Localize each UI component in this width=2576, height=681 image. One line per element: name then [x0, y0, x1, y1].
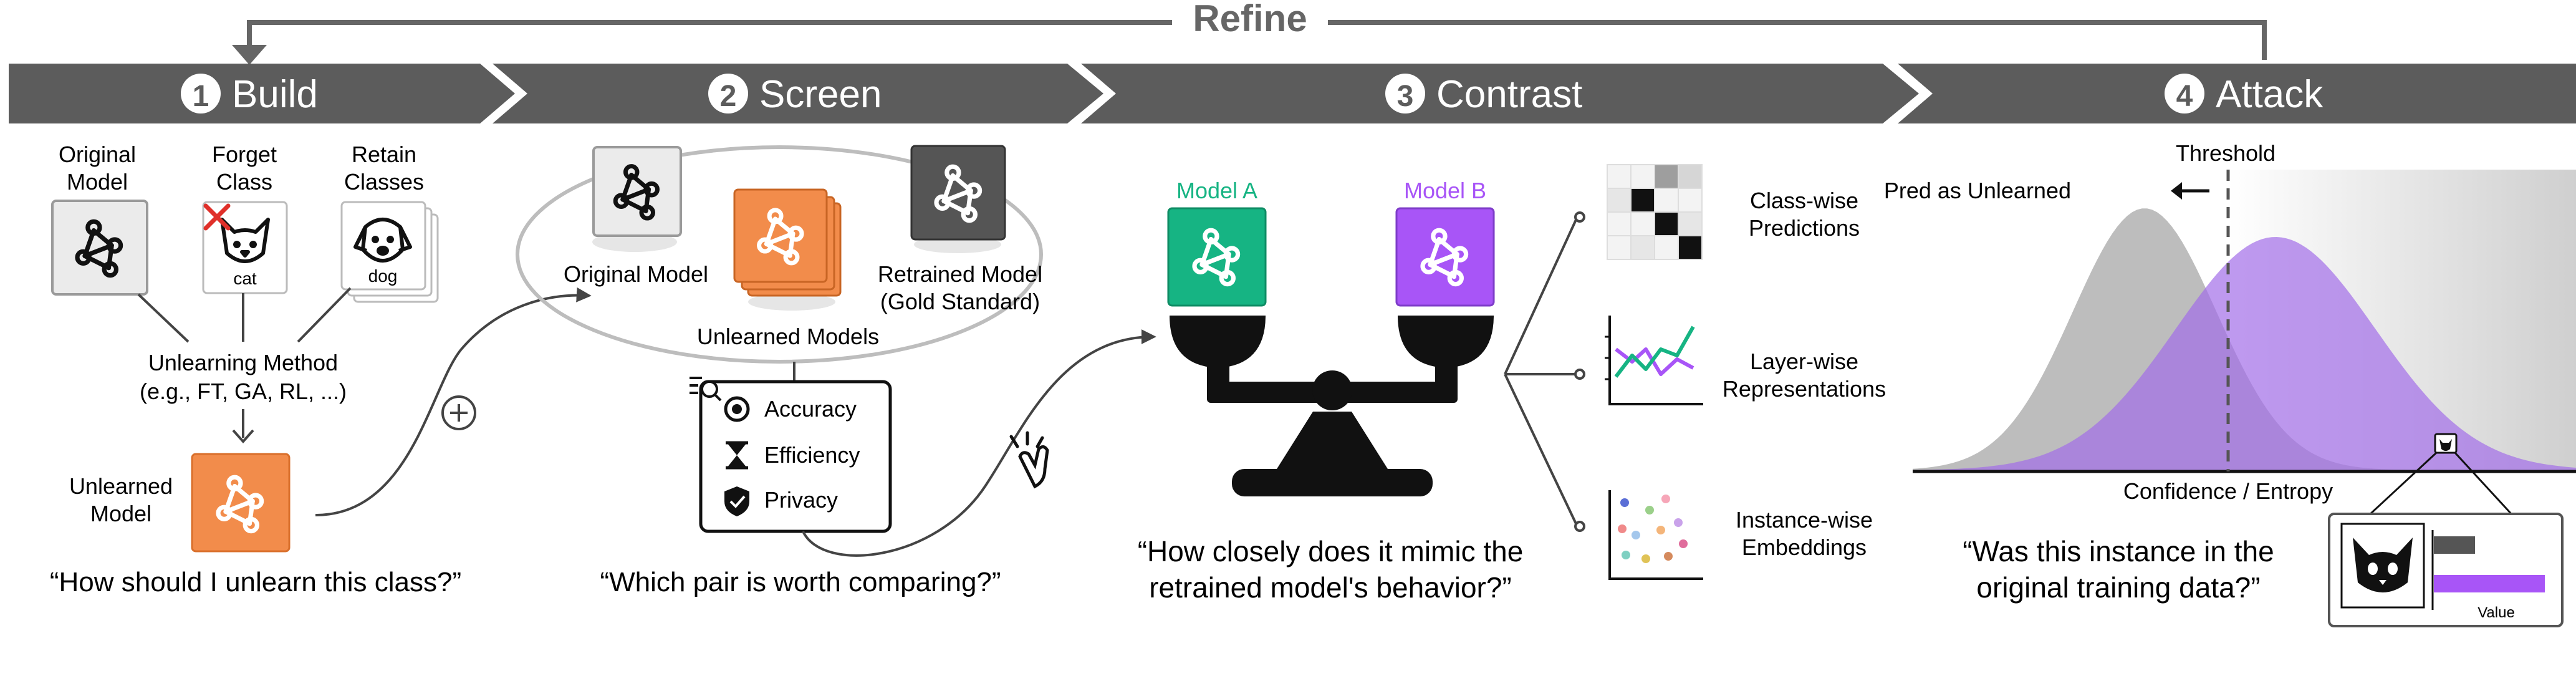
- tap-icon: [1009, 431, 1049, 489]
- step-number: 2: [720, 80, 737, 113]
- class-wise-label-line2: Predictions: [1749, 215, 1860, 241]
- unlearning-method-examples: (e.g., FT, GA, RL, ...): [140, 379, 347, 404]
- model-a-box: [1167, 207, 1267, 307]
- layer-wise-label-line2: Representations: [1723, 376, 1886, 402]
- x-axis-label: Confidence / Entropy: [2123, 478, 2333, 504]
- hourglass-icon: [726, 441, 748, 470]
- layer-wise-label: Layer-wise: [1750, 349, 1858, 374]
- metric-privacy: Privacy: [764, 487, 838, 513]
- original-model-label-line2: Model: [67, 169, 128, 195]
- screen-question: “Which pair is worth comparing?”: [600, 567, 1001, 597]
- model-b-label: Model B: [1404, 178, 1486, 203]
- target-icon: [724, 396, 750, 422]
- step-attack: 4 Attack: [2165, 73, 2324, 116]
- retain-classes-stack: dog: [340, 201, 439, 303]
- metric-accuracy: Accuracy: [764, 396, 857, 422]
- step-number-badge: [181, 74, 221, 114]
- build-panel: Original Model Forget Class Retain Class…: [50, 142, 592, 597]
- value-label: Value: [2477, 604, 2515, 621]
- retain-classes-label-line2: Classes: [344, 169, 424, 195]
- class-wise-label: Class-wise: [1750, 188, 1858, 213]
- cat-icon: [2353, 538, 2413, 592]
- step-title: Screen: [759, 73, 882, 116]
- model-b-box: [1395, 207, 1495, 307]
- distribution-curves: [1913, 208, 2576, 470]
- step-number: 4: [2176, 80, 2193, 113]
- screen-original-model: [592, 146, 682, 252]
- step-screen: 2 Screen: [708, 73, 882, 116]
- refine-label: Refine: [1193, 0, 1307, 39]
- step-banner: 1 Build 2 Screen 3 Contrast 4 Attack: [9, 64, 2576, 123]
- step-title: Attack: [2216, 73, 2324, 116]
- build-question: “How should I unlearn this class?”: [50, 567, 461, 597]
- retain-classes-label: Retain: [352, 142, 416, 167]
- screen-panel: Original Model Unlearned Models Retraine…: [516, 145, 1156, 597]
- retain-distribution: [1913, 208, 2576, 470]
- instance-wise-label-line2: Embeddings: [1742, 534, 1867, 560]
- retrained-model-caption-line2: (Gold Standard): [880, 289, 1040, 314]
- step-number: 3: [1397, 80, 1414, 113]
- step-number: 1: [193, 80, 209, 113]
- metric-efficiency: Efficiency: [764, 442, 860, 468]
- gray-value-bar: [2434, 536, 2475, 554]
- screen-retrained-model: [910, 145, 1006, 253]
- forget-class-label-line2: Class: [216, 169, 272, 195]
- contrast-question-line1: “How closely does it mimic the: [1138, 535, 1524, 568]
- shield-icon: [724, 486, 749, 516]
- step-number-badge: [708, 74, 748, 114]
- forget-class-card: cat: [202, 201, 288, 294]
- attack-panel: Threshold Pred as Unlearned Confidence /…: [1884, 140, 2576, 627]
- dog-icon: [353, 218, 412, 263]
- pred-unlearned-label: Pred as Unlearned: [1884, 178, 2071, 203]
- original-model-box: [51, 200, 148, 296]
- dog-label: dog: [368, 266, 398, 286]
- instance-wise-scatter: [1608, 490, 1703, 580]
- step-contrast: 3 Contrast: [1385, 73, 1582, 116]
- pred-arrow-icon: [2171, 182, 2209, 200]
- retrained-model-caption: Retrained Model: [878, 261, 1042, 287]
- step-title: Build: [232, 73, 318, 116]
- unlearned-model-label-line2: Model: [90, 501, 151, 526]
- instance-marker: [2434, 433, 2458, 454]
- model-a-label: Model A: [1176, 178, 1257, 203]
- unlearned-models-caption: Unlearned Models: [697, 324, 879, 349]
- unlearned-model-box: [191, 453, 291, 553]
- class-wise-matrix: [1607, 164, 1703, 260]
- step-title: Contrast: [1436, 73, 1582, 116]
- unlearning-method-label: Unlearning Method: [148, 350, 338, 375]
- branch-connectors: [1504, 211, 1585, 532]
- cat-icon: [220, 218, 270, 263]
- contrast-panel: Model A Model B “How closely does it mim…: [1138, 164, 1886, 604]
- remove-x-icon: [203, 203, 231, 231]
- contrast-question-line2: retrained model's behavior?”: [1149, 571, 1512, 604]
- attack-question-line2: original training data?”: [1976, 571, 2260, 604]
- metrics-box: Accuracy Efficiency Privacy: [690, 377, 892, 533]
- screen-magnifier-icon: [690, 377, 722, 402]
- attack-question-line1: “Was this instance in the: [1963, 535, 2274, 568]
- forget-class-label: Forget: [212, 142, 277, 167]
- refine-loop: Refine: [232, 0, 2267, 65]
- cat-label: cat: [233, 269, 257, 288]
- step-number-badge: [2165, 74, 2204, 114]
- forget-distribution: [1913, 237, 2576, 470]
- model-pool-ellipse: [516, 145, 1043, 364]
- screen-unlearned-models: [733, 188, 842, 311]
- purple-value-bar: [2434, 575, 2545, 592]
- original-model-label: Original: [59, 142, 136, 167]
- instance-wise-label: Instance-wise: [1736, 507, 1873, 533]
- layer-wise-chart: [1605, 316, 1703, 405]
- unlearned-model-label: Unlearned: [69, 473, 173, 499]
- step-number-badge: [1385, 74, 1425, 114]
- step-build: 1 Build: [181, 73, 318, 116]
- balance-scale-icon: [1170, 316, 1494, 496]
- original-model-caption: Original Model: [564, 261, 708, 287]
- instance-detail-card: Value: [2328, 513, 2564, 627]
- add-icon: [441, 395, 476, 430]
- threshold-label: Threshold: [2176, 140, 2276, 166]
